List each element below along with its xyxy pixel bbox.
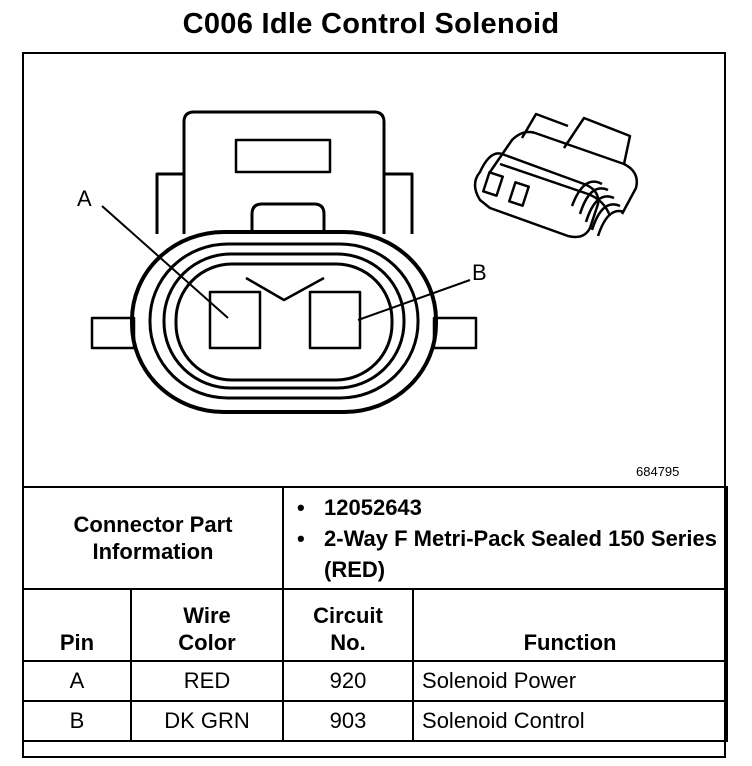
bullet-icon: • <box>297 525 305 551</box>
cell-function: Solenoid Power <box>412 660 729 702</box>
connector-info-item: • 12052643 <box>297 492 726 523</box>
connector-info-list: • 12052643 • 2-Way F Metri-Pack Sealed 1… <box>282 486 729 590</box>
connector-perspective-sketch <box>473 112 638 239</box>
connector-face <box>90 110 478 414</box>
pin-callout-a: A <box>77 186 92 211</box>
diagram-frame: A B 684795 Connector Part Information • … <box>21 52 729 758</box>
header-circuit-line1: Circuit <box>313 603 383 628</box>
connector-info-label: Connector Part Information <box>21 486 285 590</box>
header-wire-line2: Color <box>178 630 236 655</box>
connector-info-row: Connector Part Information • 12052643 • … <box>21 486 729 590</box>
header-circuit: Circuit No. <box>282 588 415 662</box>
part-number: 12052643 <box>324 494 422 520</box>
cell-wire-color: DK GRN <box>129 700 285 742</box>
header-function: Function <box>412 588 729 662</box>
header-pin-text: Pin <box>59 630 95 655</box>
cell-pin: A <box>22 660 132 702</box>
bullet-icon: • <box>297 494 305 520</box>
cell-pin: B <box>22 700 132 742</box>
leader-line-a <box>101 205 229 319</box>
connector-info-item: • 2-Way F Metri-Pack Sealed 150 Series (… <box>297 523 726 585</box>
header-function-text: Function <box>523 630 617 655</box>
connector-info-label-text: Connector Part Information <box>73 512 233 564</box>
header-circuit-line2: No. <box>330 630 366 655</box>
pin-callout-b: B <box>472 260 487 285</box>
cell-circuit: 920 <box>282 660 415 702</box>
leader-line-b <box>357 279 471 321</box>
connector-description: 2-Way F Metri-Pack Sealed 150 Series (RE… <box>324 525 717 582</box>
header-wire-color: Wire Color <box>129 588 285 662</box>
cell-function: Solenoid Control <box>412 700 729 742</box>
diagram-title: C006 Idle Control Solenoid <box>182 8 560 40</box>
table-row: A RED 920 Solenoid Power <box>22 660 729 702</box>
header-pin: Pin <box>22 588 132 662</box>
cell-circuit: 903 <box>282 700 415 742</box>
connector-table: Connector Part Information • 12052643 • … <box>21 486 729 742</box>
cell-wire-color: RED <box>129 660 285 702</box>
header-wire-line1: Wire <box>183 603 231 628</box>
figure-number: 684795 <box>636 464 680 479</box>
table-header-row: Pin Wire Color Circuit No. Function <box>22 588 729 662</box>
connector-drawing: A B <box>77 110 638 414</box>
table-row: B DK GRN 903 Solenoid Control <box>22 700 729 742</box>
